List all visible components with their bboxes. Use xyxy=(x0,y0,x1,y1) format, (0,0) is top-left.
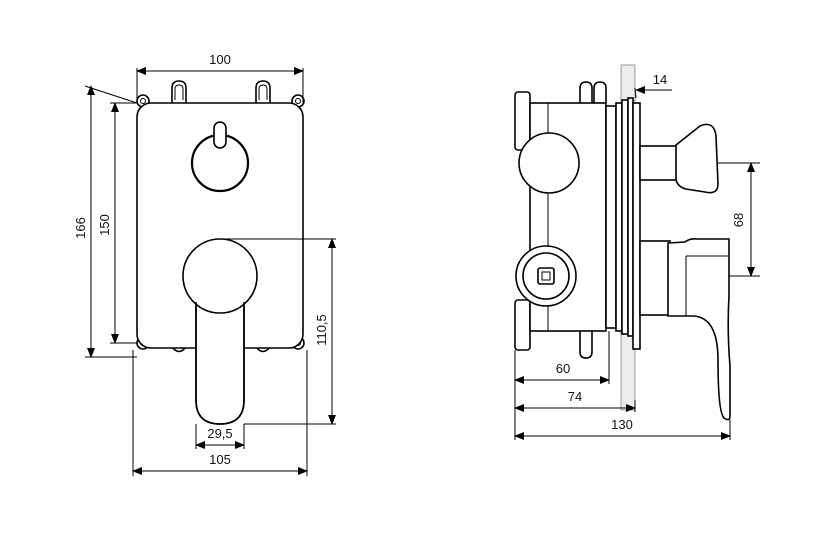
dim-height-inner: 150 xyxy=(97,214,112,236)
side-view: 14 68 60 74 130 xyxy=(514,64,760,440)
dim-width-top: 100 xyxy=(209,52,231,67)
dim-plate-thickness: 14 xyxy=(653,72,667,87)
diverter-knob-side xyxy=(639,123,719,194)
dim-body-to-wall: 74 xyxy=(568,389,582,404)
mixer-cartridge xyxy=(515,245,577,307)
dim-body-depth: 60 xyxy=(556,361,570,376)
mixer-lever xyxy=(182,238,258,425)
dim-total-depth: 130 xyxy=(611,417,633,432)
mixer-lever-side xyxy=(639,238,731,421)
dim-lever-width: 29,5 xyxy=(207,426,232,441)
thread-rings xyxy=(605,97,634,337)
dim-height-outer: 166 xyxy=(73,217,88,239)
mounting-lug xyxy=(255,80,271,103)
mounting-lug xyxy=(171,80,187,103)
dim-lever-length: 110,5 xyxy=(314,314,329,346)
dim-handle-spacing: 68 xyxy=(731,213,746,227)
dim-width-bottom: 105 xyxy=(209,452,231,467)
diverter-port xyxy=(518,132,580,194)
diverter-knob xyxy=(190,121,250,193)
cover-plate-side xyxy=(632,102,641,350)
front-view: 100 166 150 110,5 29,5 105 xyxy=(73,52,336,476)
